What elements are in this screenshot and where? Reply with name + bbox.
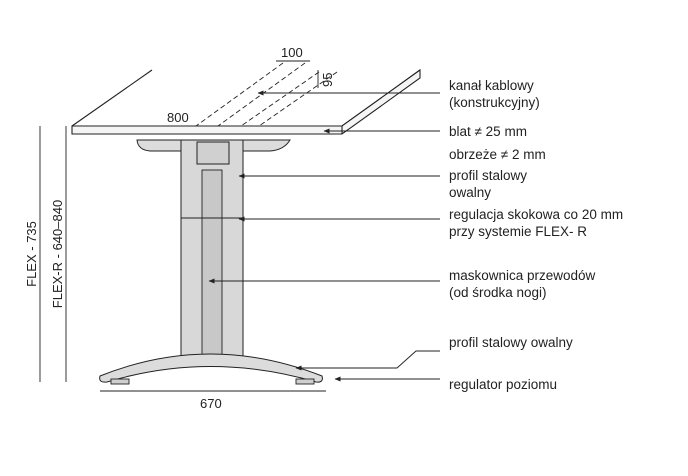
dimension-800: 800 [167,110,189,125]
label-edge-band: obrzeże ≠ 2 mm [449,147,546,162]
label-foot-profile: profil stalowy owalny [449,335,573,350]
dimension-flex-r: FLEX-R - 640–840 [50,200,65,308]
dimension-top-depth: 100 [276,45,310,62]
desk-top [71,68,421,135]
dimension-flex: FLEX - 735 [24,221,39,287]
label-leveler: regulator poziomu [449,377,557,392]
leader-lines [208,90,440,382]
dimension-top-offset: 95 [317,70,335,88]
callout-labels: kanał kablowy(konstrukcyjny) blat ≠ 25 m… [449,78,623,392]
label-cable-channel: kanał kablowy(konstrukcyjny) [449,78,540,110]
leveler-right [295,378,315,385]
foot [99,353,323,385]
label-cable-cover: maskownica przewodów(od środka nogi) [449,268,596,300]
label-desk-top: blat ≠ 25 mm [449,124,527,139]
dimension-height: FLEX - 735 FLEX-R - 640–840 [24,126,67,382]
dimension-base: 670 [100,390,326,411]
leveler-left [110,378,130,385]
dimension-100: 100 [281,45,303,60]
dimension-670: 670 [200,396,222,411]
leg-column [180,139,244,358]
dimension-95: 95 [320,73,335,87]
cable-channel [195,62,338,127]
